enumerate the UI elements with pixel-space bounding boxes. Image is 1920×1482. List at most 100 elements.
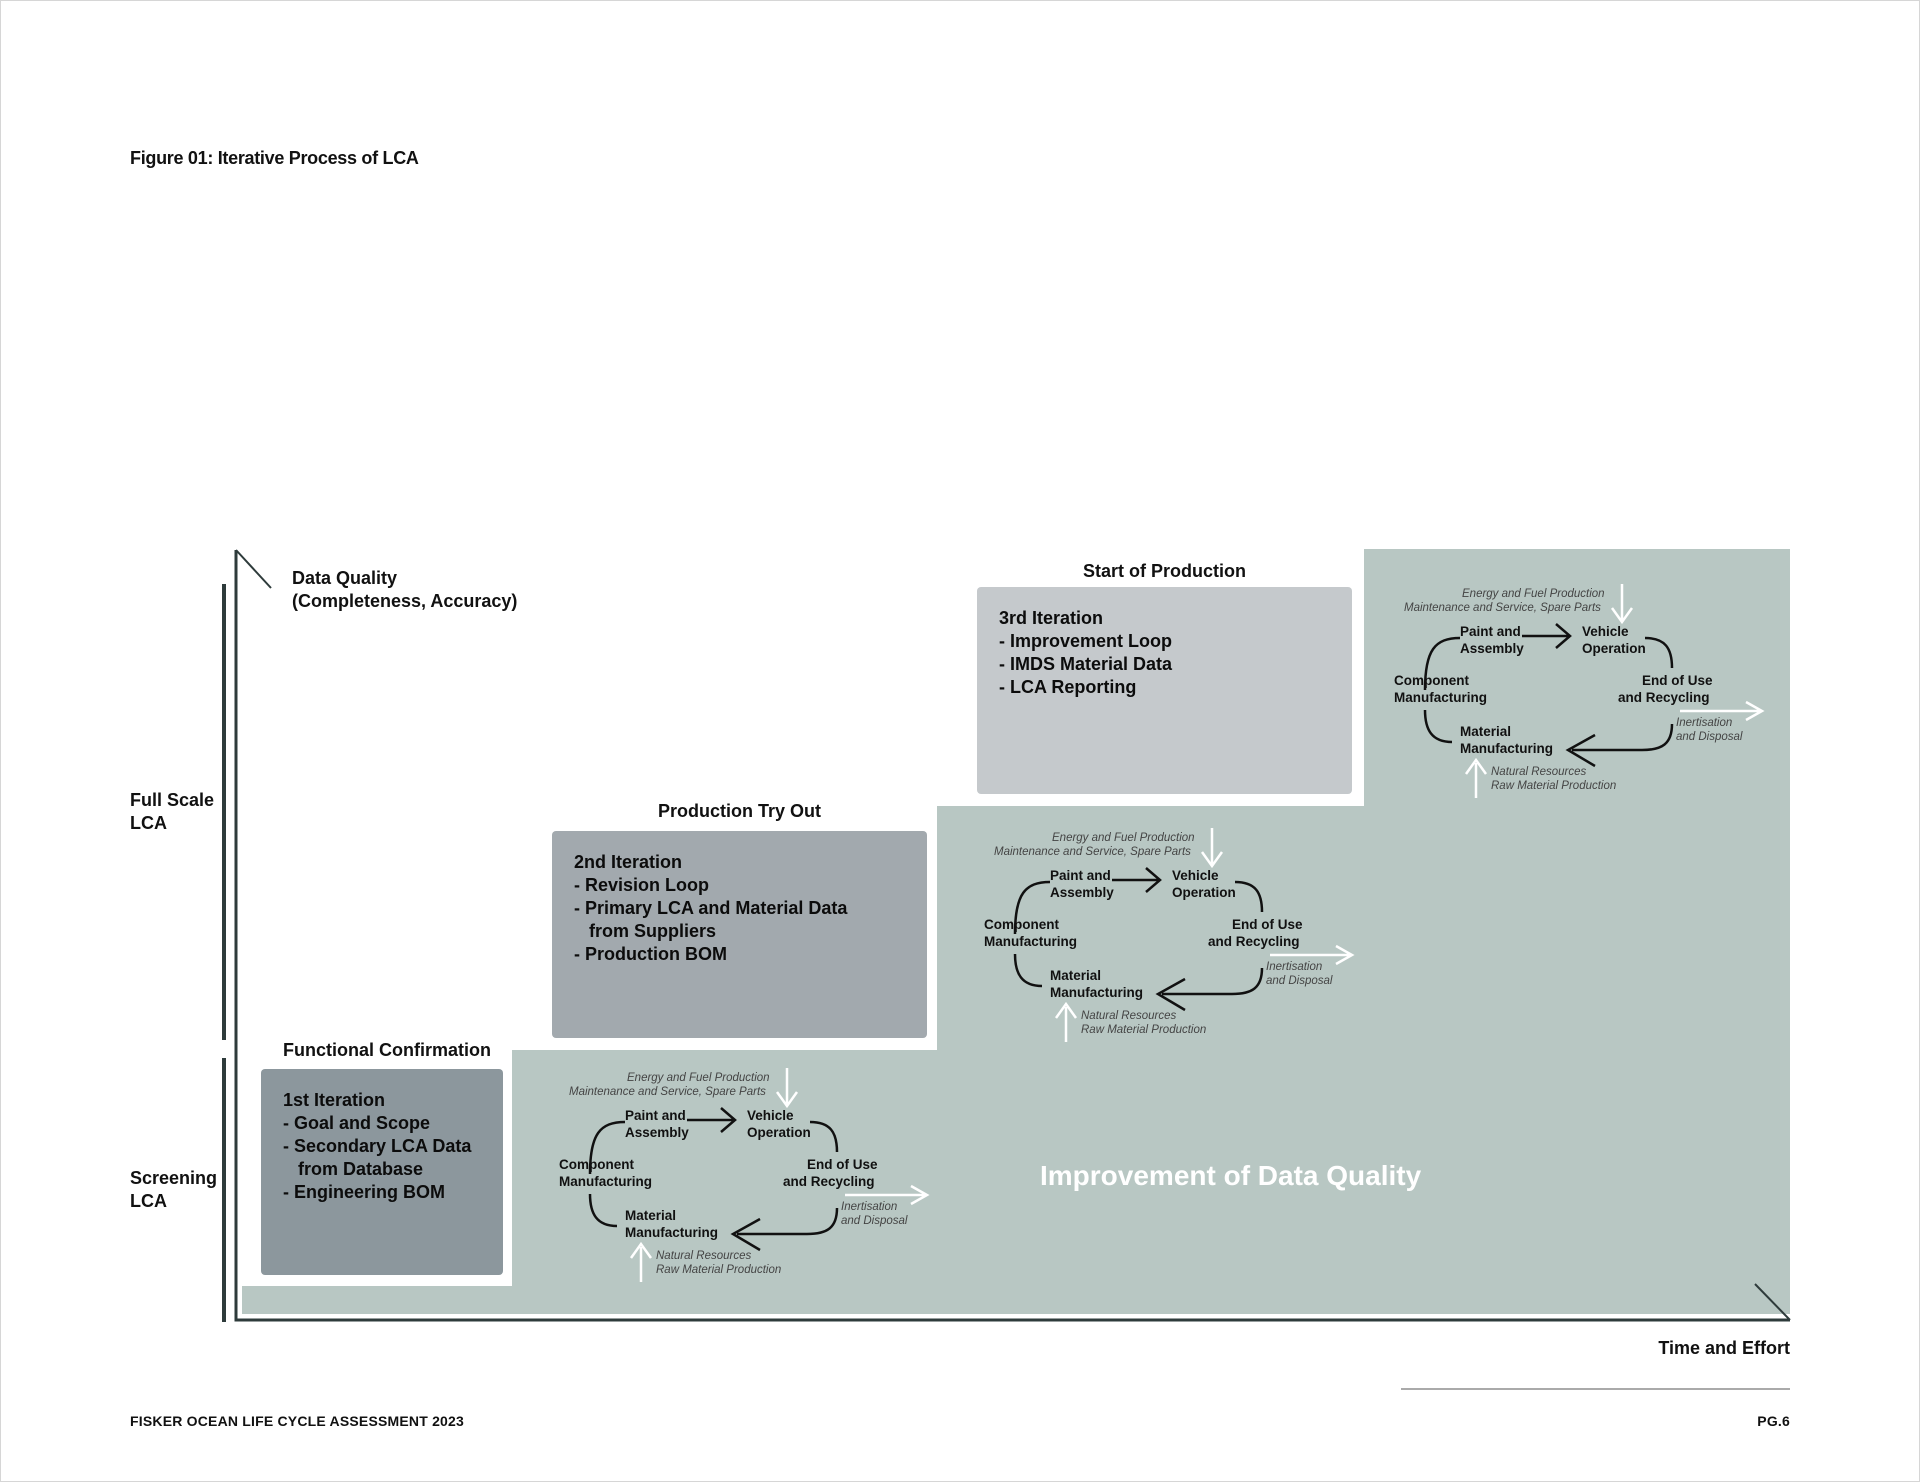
iteration-1-line: - Engineering BOM [283, 1182, 445, 1202]
loop-arrows [1423, 623, 1674, 768]
y-axis-arrow-tip [235, 549, 272, 589]
vehicle-label: Operation [1172, 885, 1236, 900]
component-label: Manufacturing [1394, 690, 1487, 705]
component-to-paint-arc [1013, 880, 1051, 935]
io-arrows [1054, 828, 1355, 1042]
material-to-component-arc [1423, 709, 1453, 744]
inert-label: and Disposal [1676, 731, 1743, 743]
full-scale-label-line2: LCA [130, 813, 167, 833]
iteration-2-line: - Production BOM [574, 944, 727, 964]
full-scale-label-line1: Full Scale [130, 790, 215, 810]
axis-frame [234, 550, 1790, 1322]
component-label: Component [984, 917, 1059, 932]
inert-label: Inertisation [841, 1201, 897, 1213]
iteration-2-line: - Primary LCA and Material Data [574, 898, 848, 918]
lifecycle-loop-3: Paint and Assembly Vehicle Operation Com… [1394, 584, 1765, 798]
iteration-2-line: - Revision Loop [574, 875, 709, 895]
paint-label: Assembly [625, 1125, 689, 1140]
loop-labels: Paint and Assembly Vehicle Operation Com… [559, 1108, 878, 1240]
material-label: Material [625, 1208, 676, 1223]
loop-labels: Paint and Assembly Vehicle Operation Com… [1394, 624, 1713, 756]
material-label: Material [1460, 724, 1511, 739]
material-to-component-arc [1013, 953, 1043, 988]
natural-input-arrow [1054, 1001, 1078, 1042]
paint-to-vehicle-arrow [1522, 623, 1572, 649]
iteration-3-line: - IMDS Material Data [999, 654, 1173, 674]
disposal-output-arrow [845, 1184, 930, 1206]
eou-to-material-arrow [1155, 967, 1264, 1012]
lifecycle-loop-1: Paint and Assembly Vehicle Operation Com… [559, 1068, 930, 1282]
eou-label: and Recycling [1208, 934, 1300, 949]
io-arrows [1464, 584, 1765, 798]
natural-input-arrow [629, 1241, 653, 1282]
loop-labels: Paint and Assembly Vehicle Operation Com… [984, 868, 1303, 1000]
iteration-1-line: - Goal and Scope [283, 1113, 431, 1133]
vehicle-to-eou-arc [809, 1120, 839, 1153]
material-label: Manufacturing [1460, 741, 1553, 756]
stage-title-production-try-out: Production Try Out [657, 801, 821, 821]
energy-input-arrow [1610, 584, 1634, 625]
vehicle-to-eou-arc [1644, 636, 1674, 669]
stage-title-start-of-production: Start of Production [1083, 561, 1246, 581]
iteration-3-line: - Improvement Loop [999, 631, 1173, 651]
iteration-3-box: 3rd Iteration - Improvement Loop - IMDS … [977, 587, 1352, 794]
iteration-2-line: from Suppliers [574, 921, 717, 941]
energy-label: Maintenance and Service, Spare Parts [994, 846, 1191, 858]
y-axis-title-line1: Data Quality [292, 568, 398, 588]
disposal-output-arrow [1680, 700, 1765, 722]
stage-title-functional-confirmation: Functional Confirmation [283, 1040, 491, 1060]
eou-label: End of Use [1642, 673, 1713, 688]
loop-arrows [1013, 867, 1264, 1012]
y-axis-title: Data Quality (Completeness, Accuracy) [292, 567, 517, 613]
eou-label: and Recycling [783, 1174, 875, 1189]
component-to-paint-arc [1423, 636, 1461, 691]
iteration-2-line: 2nd Iteration [574, 852, 683, 872]
screening-label-line1: Screening [130, 1168, 218, 1188]
eou-to-material-arrow [730, 1207, 839, 1252]
material-label: Manufacturing [1050, 985, 1143, 1000]
full-scale-label: Full Scale LCA [130, 789, 214, 835]
vehicle-label: Vehicle [1172, 868, 1219, 883]
lifecycle-loop-2: Paint and Assembly Vehicle Operation Com… [984, 828, 1355, 1042]
natural-label: Natural Resources [656, 1250, 751, 1262]
inert-label: and Disposal [1266, 975, 1333, 987]
iteration-1-line: - Secondary LCA Data [283, 1136, 472, 1156]
material-to-component-arc [588, 1193, 618, 1228]
energy-label: Energy and Fuel Production [1462, 588, 1605, 600]
natural-input-arrow [1464, 757, 1488, 798]
energy-label: Maintenance and Service, Spare Parts [569, 1086, 766, 1098]
screening-label-line2: LCA [130, 1191, 167, 1211]
energy-label: Energy and Fuel Production [1052, 832, 1195, 844]
eou-label: End of Use [807, 1157, 878, 1172]
io-labels: Energy and Fuel Production Maintenance a… [994, 832, 1333, 1036]
component-to-paint-arc [588, 1120, 626, 1175]
io-arrows [629, 1068, 930, 1282]
paint-to-vehicle-arrow [687, 1107, 737, 1133]
energy-label: Maintenance and Service, Spare Parts [1404, 602, 1601, 614]
energy-label: Energy and Fuel Production [627, 1072, 770, 1084]
y-axis-title-line2: (Completeness, Accuracy) [292, 591, 518, 611]
vehicle-label: Operation [1582, 641, 1646, 656]
paint-label: Assembly [1460, 641, 1524, 656]
material-label: Manufacturing [625, 1225, 718, 1240]
component-label: Component [1394, 673, 1469, 688]
vehicle-label: Operation [747, 1125, 811, 1140]
paint-label: Assembly [1050, 885, 1114, 900]
component-label: Component [559, 1157, 634, 1172]
material-label: Material [1050, 968, 1101, 983]
disposal-output-arrow [1270, 944, 1355, 966]
screening-label: Screening LCA [130, 1167, 217, 1213]
footer-document-title: FISKER OCEAN LIFE CYCLE ASSESSMENT 2023 [130, 1413, 465, 1429]
energy-input-arrow [775, 1068, 799, 1109]
inert-label: and Disposal [841, 1215, 908, 1227]
loop-arrows [588, 1107, 839, 1252]
iteration-3-line: - LCA Reporting [999, 677, 1137, 697]
paint-label: Paint and [625, 1108, 686, 1123]
natural-label: Natural Resources [1081, 1010, 1176, 1022]
energy-input-arrow [1200, 828, 1224, 869]
iteration-2-box: 2nd Iteration - Revision Loop - Primary … [552, 831, 927, 1038]
io-labels: Energy and Fuel Production Maintenance a… [1404, 588, 1743, 792]
iteration-3-line: 3rd Iteration [999, 608, 1104, 628]
footer-page-number: PG.6 [1757, 1413, 1790, 1429]
eou-label: and Recycling [1618, 690, 1710, 705]
